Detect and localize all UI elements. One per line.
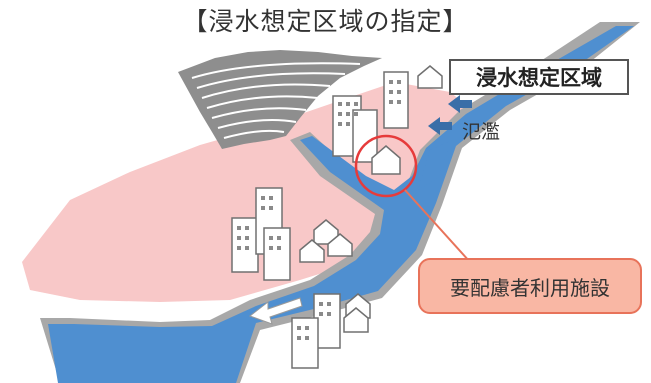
callout-connector [404,189,471,263]
river-icon [40,22,640,383]
mountain-icon [178,50,382,149]
arrow-icon [428,95,472,135]
building-windows [237,80,401,340]
inundation-zone-label: 浸水想定区域 [449,59,629,95]
flooding-label: 氾濫 [462,121,501,143]
facility-highlight-circle [354,134,418,198]
house-icon [299,65,443,333]
page-title: 【浸水想定区域の指定】 [182,7,469,36]
outflow-arrow-icon [248,297,303,325]
facility-callout: 要配慮者利用施設 [418,258,642,314]
